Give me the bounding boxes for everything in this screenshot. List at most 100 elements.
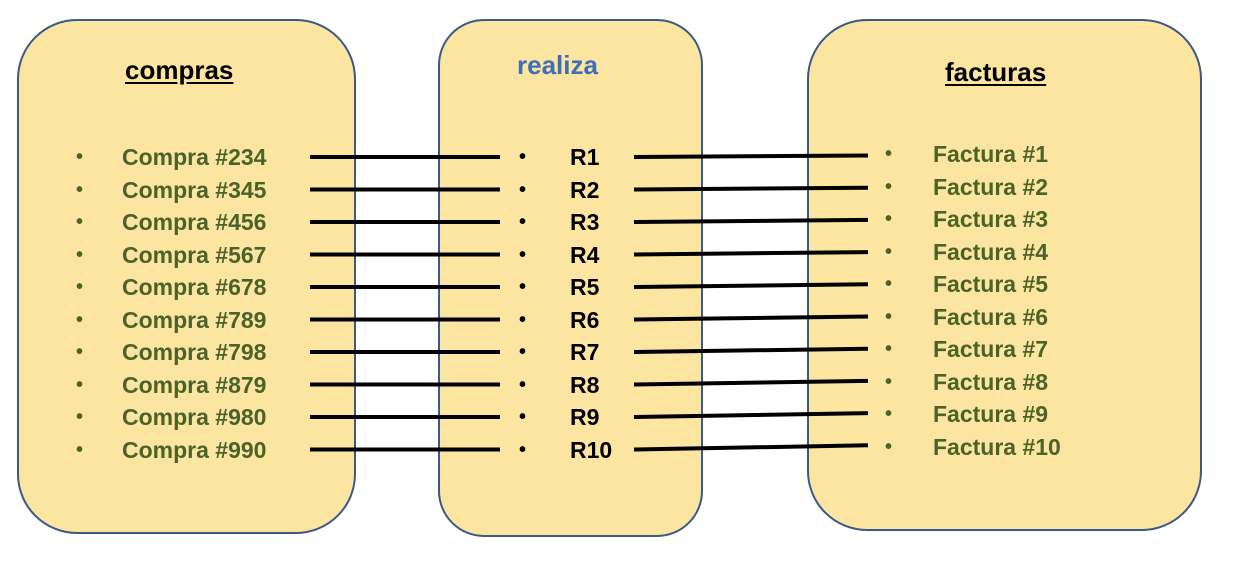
relation-item: • R3 bbox=[519, 209, 612, 242]
realiza-factura-link bbox=[633, 346, 869, 354]
factura-label: Factura #3 bbox=[933, 206, 1049, 232]
factura-label: Factura #1 bbox=[933, 141, 1049, 167]
bullet-icon: • bbox=[76, 341, 84, 363]
bullet-icon: • bbox=[519, 308, 527, 331]
bullet-icon: • bbox=[76, 373, 84, 396]
realiza-factura-link bbox=[633, 185, 869, 192]
relation-label: R8 bbox=[570, 371, 600, 398]
compra-label: Compra #879 bbox=[122, 371, 267, 398]
relation-item: •R9 bbox=[519, 404, 612, 437]
realiza-title: realiza bbox=[517, 50, 598, 80]
factura-item: • Factura #8 bbox=[885, 368, 1061, 402]
bullet-icon: • bbox=[885, 273, 893, 295]
bullet-icon: • bbox=[519, 146, 527, 168]
relation-item: •R7 bbox=[519, 339, 612, 372]
relation-item: • R2 bbox=[519, 176, 612, 210]
relation-label: R3 bbox=[570, 209, 600, 235]
realiza-factura-link bbox=[633, 282, 869, 289]
bullet-icon: • bbox=[885, 175, 893, 198]
compra-label: Compra #990 bbox=[122, 436, 267, 463]
relation-label: R5 bbox=[570, 274, 600, 300]
compra-item: • Compra #990 bbox=[76, 436, 267, 470]
compra-item: • Compra #879 bbox=[76, 371, 267, 405]
factura-label: Factura #8 bbox=[933, 368, 1049, 395]
bullet-icon: • bbox=[885, 143, 893, 165]
factura-item: • Factura #7 bbox=[885, 336, 1061, 369]
factura-label: Factura #6 bbox=[933, 303, 1049, 330]
factura-item: • Factura #5 bbox=[885, 271, 1061, 304]
compra-label: Compra #789 bbox=[122, 306, 267, 333]
bullet-icon: • bbox=[76, 146, 84, 168]
bullet-icon: • bbox=[885, 435, 893, 458]
compra-label: Compra #980 bbox=[122, 404, 267, 430]
factura-label: Factura #2 bbox=[933, 173, 1049, 200]
bullet-icon: • bbox=[885, 338, 893, 360]
factura-item: • Factura #9 bbox=[885, 401, 1061, 434]
relation-item: •R10 bbox=[519, 437, 612, 470]
bullet-icon: • bbox=[885, 370, 893, 393]
factura-label: Factura #9 bbox=[933, 401, 1049, 427]
relation-item: • R8 bbox=[519, 371, 612, 405]
compra-item: • Compra #567 bbox=[76, 241, 267, 275]
bullet-icon: • bbox=[76, 243, 84, 266]
relation-item: • R4 bbox=[519, 241, 612, 275]
factura-label: Factura #10 bbox=[933, 433, 1061, 460]
bullet-icon: • bbox=[76, 276, 84, 298]
compra-label: Compra #234 bbox=[122, 144, 267, 170]
facturas-list: • Factura #1 • Factura #2 • Factura #3 • Factur… bbox=[885, 141, 1061, 467]
bullet-icon: • bbox=[519, 406, 527, 428]
factura-label: Factura #4 bbox=[933, 238, 1049, 265]
bullet-icon: • bbox=[519, 211, 527, 233]
compra-label: Compra #798 bbox=[122, 339, 267, 365]
realiza-factura-link bbox=[633, 250, 869, 257]
compra-item: •Compra #678 bbox=[76, 274, 266, 307]
bullet-icon: • bbox=[885, 240, 893, 263]
factura-label: Factura #5 bbox=[933, 271, 1049, 297]
compra-item: • Compra #234 bbox=[76, 144, 267, 177]
realiza-factura-link bbox=[633, 217, 869, 224]
bullet-icon: • bbox=[885, 305, 893, 328]
realiza-list: •R1•R2•R3•R4•R5•R6•R7•R8•R9•R10 bbox=[519, 144, 612, 470]
realiza-factura-link bbox=[633, 443, 869, 452]
bullet-icon: • bbox=[885, 208, 893, 230]
realiza-factura-link bbox=[633, 411, 869, 419]
relation-label: R2 bbox=[570, 176, 600, 203]
compras-box bbox=[17, 19, 356, 534]
bullet-icon: • bbox=[885, 403, 893, 425]
bullet-icon: • bbox=[76, 211, 84, 233]
compras-list: •Compra #234•Compra #345•Compra #456•Com… bbox=[76, 144, 267, 470]
bullet-icon: • bbox=[519, 243, 527, 266]
factura-item: • Factura #2 bbox=[885, 173, 1061, 207]
compra-item: • Compra #456 bbox=[76, 209, 267, 242]
compra-label: Compra #456 bbox=[122, 209, 267, 235]
factura-item: • Factura #1 bbox=[885, 141, 1061, 174]
compra-label: Compra #345 bbox=[122, 176, 267, 203]
facturas-box bbox=[807, 19, 1202, 531]
compras-title: compras bbox=[125, 55, 234, 85]
factura-label: Factura #7 bbox=[933, 336, 1049, 362]
bullet-icon: • bbox=[519, 276, 527, 298]
compra-item: • Compra #980 bbox=[76, 404, 267, 437]
compra-item: • Compra #789 bbox=[76, 306, 267, 340]
facturas-title: facturas bbox=[945, 57, 1047, 87]
relation-item: •R1 bbox=[519, 144, 612, 177]
bullet-icon: • bbox=[76, 178, 84, 201]
relation-item: • R5 bbox=[519, 274, 612, 307]
bullet-icon: • bbox=[76, 438, 84, 461]
factura-item: • Factura #10 bbox=[885, 433, 1061, 467]
realiza-factura-link bbox=[633, 378, 869, 387]
bullet-icon: • bbox=[76, 308, 84, 331]
compra-label: Compra #567 bbox=[122, 241, 267, 268]
factura-item: • Factura #3 bbox=[885, 206, 1061, 239]
relation-item: •R6 bbox=[519, 307, 612, 340]
bullet-icon: • bbox=[519, 178, 527, 201]
bullet-icon: • bbox=[519, 373, 527, 396]
relation-label: R4 bbox=[570, 241, 600, 268]
compra-item: • Compra #345 bbox=[76, 176, 267, 210]
bullet-icon: • bbox=[519, 438, 527, 461]
realiza-factura-link bbox=[633, 314, 869, 322]
realiza-factura-link bbox=[633, 153, 869, 159]
relation-label: R7 bbox=[570, 339, 600, 365]
bullet-icon: • bbox=[76, 406, 84, 428]
